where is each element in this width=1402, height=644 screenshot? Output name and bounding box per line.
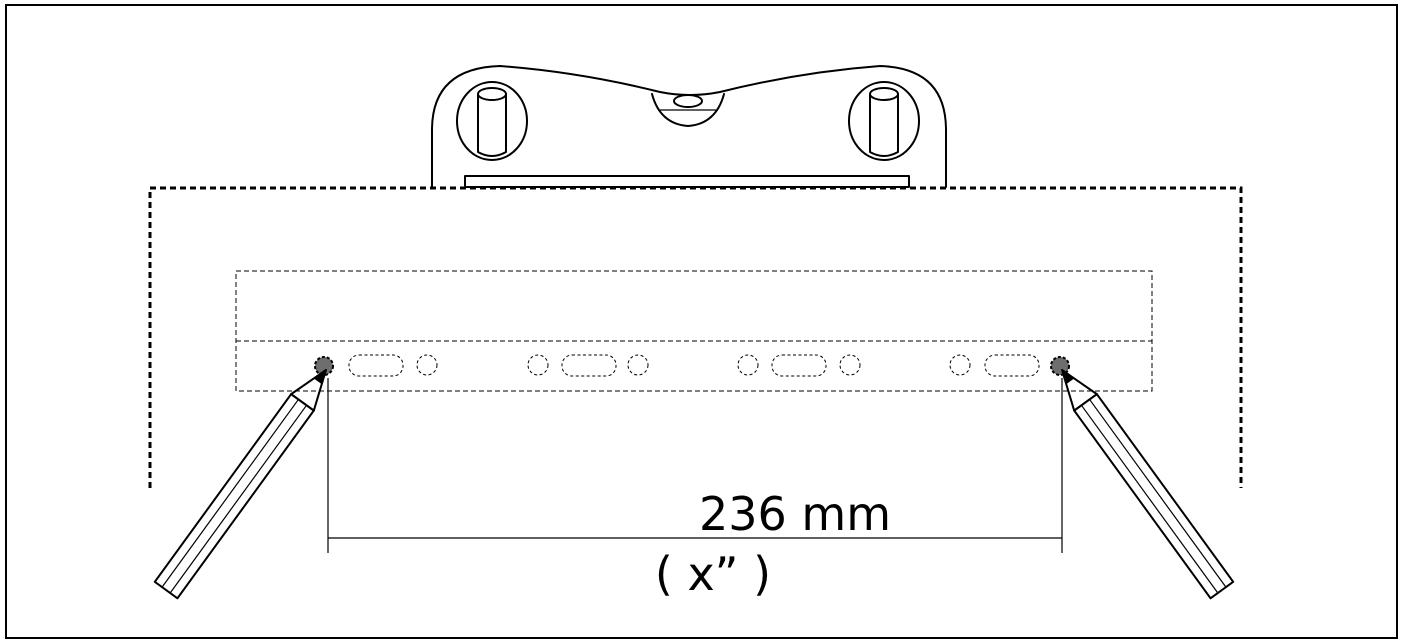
- mounting-bracket: [235, 270, 1153, 392]
- pencil-icon: [1061, 369, 1235, 600]
- measurement-imperial-label: ( x” ): [655, 547, 771, 601]
- measurement-metric-label: 236 mm: [699, 487, 891, 541]
- drill-mark-right: [1050, 356, 1070, 376]
- drill-mark-left: [314, 356, 334, 376]
- bracket-holes: [348, 354, 1040, 377]
- tv-outline: [148, 186, 1243, 488]
- dimension-line: [327, 378, 1063, 553]
- outer-frame: [5, 4, 1398, 639]
- bubble-level-icon: [431, 65, 947, 188]
- pencil-icon: [153, 369, 327, 600]
